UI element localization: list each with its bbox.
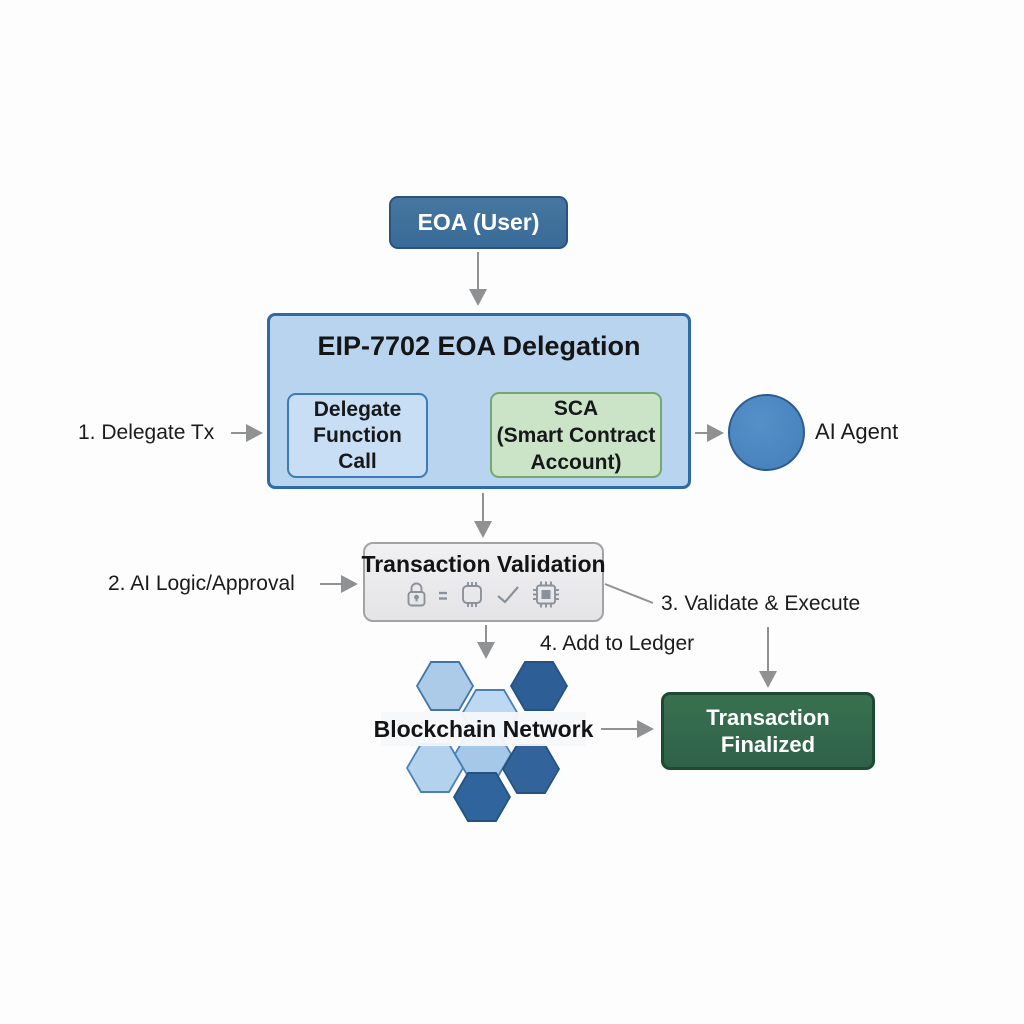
check-icon bbox=[497, 586, 519, 604]
ai-agent-circle bbox=[728, 394, 805, 471]
hexagon bbox=[416, 661, 474, 711]
step2-ai-logic-approval-label: 2. AI Logic/Approval bbox=[108, 572, 295, 595]
line-validation-to-step3 bbox=[604, 583, 654, 604]
hexagon bbox=[510, 661, 568, 711]
blockchain-network-node: Blockchain Network bbox=[374, 712, 593, 746]
step3-validate-execute-label: 3. Validate & Execute bbox=[661, 592, 861, 615]
ai-agent-label: AI Agent bbox=[815, 419, 899, 444]
hexagon bbox=[453, 772, 511, 822]
chip-outline-icon bbox=[462, 582, 482, 607]
lock-icon bbox=[407, 582, 426, 607]
chip-filled-icon bbox=[533, 581, 559, 608]
step1-delegate-tx-label: 1. Delegate Tx bbox=[78, 421, 215, 444]
hexagon bbox=[406, 743, 464, 793]
eoa-user-node: EOA (User) bbox=[389, 196, 568, 249]
transaction-validation-title: Transaction Validation bbox=[361, 551, 606, 577]
hexagon bbox=[502, 744, 560, 794]
blockchain-network-label: Blockchain Network bbox=[373, 715, 594, 742]
step4-add-to-ledger-label: 4. Add to Ledger bbox=[540, 632, 695, 655]
eoa-user-label: EOA (User) bbox=[417, 209, 540, 235]
delegation-title: EIP-7702 EOA Delegation bbox=[317, 331, 641, 361]
transaction-validation-node: Transaction Validation bbox=[361, 542, 606, 622]
equals-icon bbox=[439, 591, 447, 600]
validation-icons-row bbox=[406, 580, 561, 609]
